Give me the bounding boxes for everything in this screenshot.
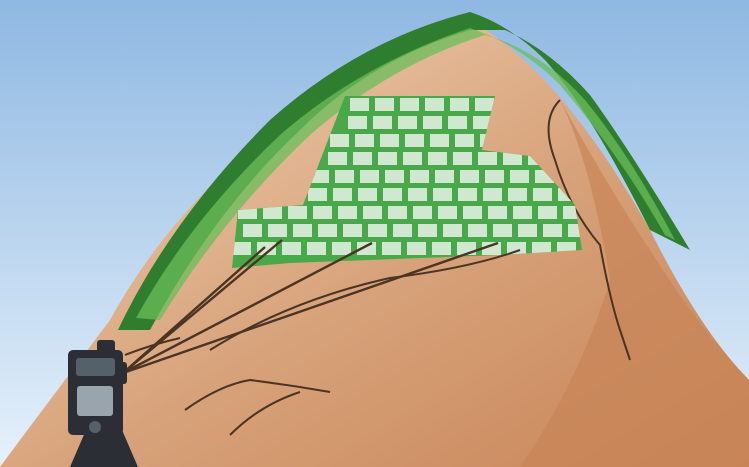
mesh-panel bbox=[282, 242, 301, 255]
mesh-panel bbox=[503, 152, 522, 165]
mesh-panel bbox=[405, 134, 424, 147]
measurement-line-3 bbox=[122, 241, 499, 375]
mesh-panel bbox=[398, 116, 417, 129]
mesh-panel bbox=[338, 206, 357, 219]
mesh-panel bbox=[257, 242, 276, 255]
mesh-panel bbox=[350, 98, 369, 111]
mesh-panel bbox=[430, 134, 449, 147]
mesh-panel bbox=[493, 224, 512, 237]
mesh-panel bbox=[433, 188, 452, 201]
mesh-panel bbox=[532, 242, 551, 255]
mesh-panel bbox=[293, 224, 312, 237]
mesh-panel bbox=[510, 170, 529, 183]
mesh-panel bbox=[232, 242, 251, 255]
mesh-panel bbox=[460, 170, 479, 183]
mesh-panel bbox=[488, 206, 507, 219]
mesh-panel bbox=[400, 98, 419, 111]
mesh-panel bbox=[268, 224, 287, 237]
mesh-panel bbox=[408, 188, 427, 201]
mesh-panel bbox=[360, 170, 379, 183]
mesh-panel bbox=[458, 188, 477, 201]
mesh-panel bbox=[508, 188, 527, 201]
mesh-panel bbox=[385, 170, 404, 183]
mesh-panel bbox=[543, 224, 562, 237]
mesh-panel bbox=[383, 188, 402, 201]
mesh-panel bbox=[333, 188, 352, 201]
mesh-panel bbox=[423, 116, 442, 129]
mesh-panel bbox=[475, 98, 494, 111]
mesh-panel bbox=[453, 152, 472, 165]
mesh-panel bbox=[388, 206, 407, 219]
mesh-panel bbox=[403, 152, 422, 165]
mesh-panel bbox=[313, 206, 332, 219]
mesh-panel bbox=[425, 98, 444, 111]
mesh-panel bbox=[518, 224, 537, 237]
mesh-panel bbox=[418, 224, 437, 237]
forest-highlight bbox=[136, 28, 675, 320]
mesh-panel bbox=[413, 206, 432, 219]
mesh-panel bbox=[410, 170, 429, 183]
mesh-panel bbox=[243, 224, 262, 237]
mesh-panel bbox=[438, 206, 457, 219]
mesh-panel bbox=[308, 188, 327, 201]
mesh-panel bbox=[468, 224, 487, 237]
mesh-panel bbox=[450, 98, 469, 111]
mesh-panel bbox=[478, 152, 497, 165]
mesh-panel bbox=[263, 206, 282, 219]
mesh-panel bbox=[368, 224, 387, 237]
mesh-panel bbox=[428, 152, 447, 165]
forest-ridge bbox=[118, 12, 690, 330]
terrain-contours bbox=[124, 249, 521, 436]
mesh-panel bbox=[355, 134, 374, 147]
mesh-panel bbox=[353, 152, 372, 165]
mesh-panel bbox=[393, 224, 412, 237]
mesh-panel bbox=[307, 242, 326, 255]
mesh-panel bbox=[318, 224, 337, 237]
mesh-panel bbox=[343, 224, 362, 237]
ridge-crack bbox=[547, 99, 631, 361]
mesh-panel bbox=[533, 188, 552, 201]
mesh-panel bbox=[288, 206, 307, 219]
measurement-line-4 bbox=[122, 239, 283, 374]
mesh-panel bbox=[332, 242, 351, 255]
total-station-icon bbox=[68, 340, 138, 467]
mesh-panel bbox=[358, 188, 377, 201]
measurement-line-2 bbox=[122, 241, 373, 375]
mesh-panel bbox=[455, 134, 474, 147]
mesh-panel bbox=[328, 152, 347, 165]
mesh-panel bbox=[335, 170, 354, 183]
mesh-panel bbox=[463, 206, 482, 219]
measurement-lines bbox=[122, 239, 499, 375]
mesh-panel bbox=[357, 242, 376, 255]
mesh-panel bbox=[483, 188, 502, 201]
mesh-panel bbox=[432, 242, 451, 255]
mesh-panel bbox=[482, 242, 501, 255]
mesh-panel bbox=[373, 116, 392, 129]
mesh-panel bbox=[513, 206, 532, 219]
mesh-panel bbox=[473, 116, 492, 129]
hill-right-slope bbox=[520, 100, 749, 467]
mesh-panel bbox=[538, 206, 557, 219]
mesh-panel bbox=[485, 170, 504, 183]
mesh-panel bbox=[435, 170, 454, 183]
mesh-panel bbox=[378, 152, 397, 165]
mesh-panel bbox=[407, 242, 426, 255]
mesh-panel bbox=[507, 242, 526, 255]
mesh-panel bbox=[375, 98, 394, 111]
mesh-panel bbox=[330, 134, 349, 147]
mesh-panel bbox=[443, 224, 462, 237]
mesh-panel bbox=[448, 116, 467, 129]
mesh-panel bbox=[348, 116, 367, 129]
mesh-panel bbox=[382, 242, 401, 255]
mesh-panel bbox=[363, 206, 382, 219]
mesh-panel bbox=[380, 134, 399, 147]
